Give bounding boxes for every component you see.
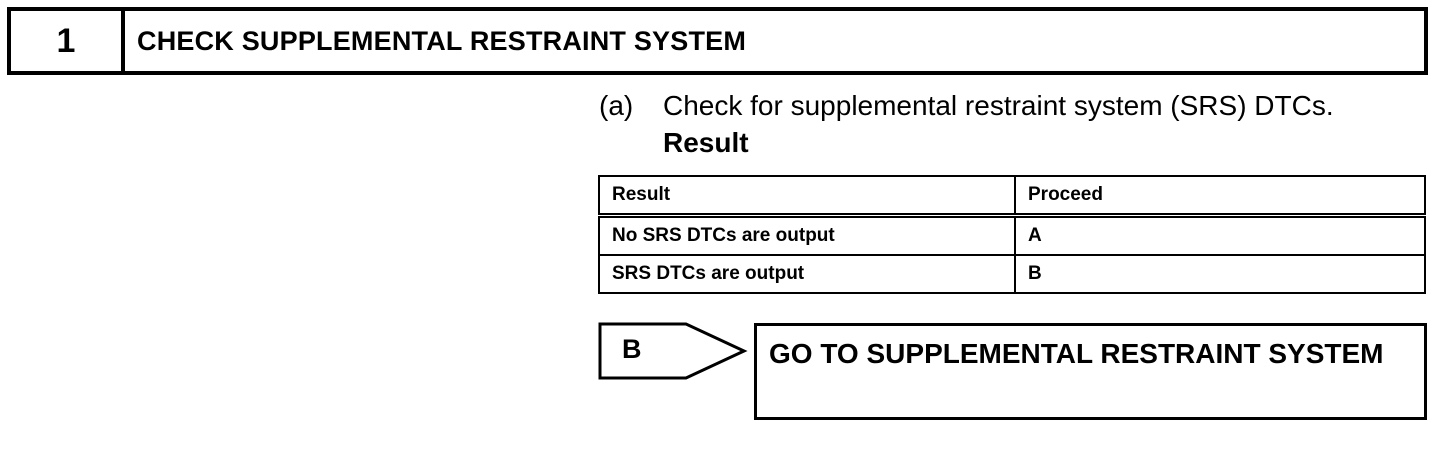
step-number: 1 xyxy=(11,11,125,71)
branch-arrow[interactable]: B xyxy=(598,322,748,380)
table-cell-result: No SRS DTCs are output xyxy=(598,214,1016,256)
table-header-row: Result Proceed xyxy=(598,175,1426,218)
table-row: SRS DTCs are output B xyxy=(598,254,1426,294)
table-cell-proceed: B xyxy=(1014,254,1426,294)
table-cell-proceed: A xyxy=(1014,214,1426,256)
branch-label: B xyxy=(622,334,642,364)
step-header: 1 CHECK SUPPLEMENTAL RESTRAINT SYSTEM xyxy=(7,7,1428,75)
result-heading: Result xyxy=(663,127,749,158)
instruction-line: (a) Check for supplemental restraint syst… xyxy=(599,88,1334,124)
instruction-text: Check for supplemental restraint system … xyxy=(663,90,1334,121)
goto-target-box[interactable]: GO TO SUPPLEMENTAL RESTRAINT SYSTEM xyxy=(754,323,1427,420)
instruction-marker: (a) xyxy=(599,90,634,121)
table-cell-result: SRS DTCs are output xyxy=(598,254,1016,294)
branch-arrow-shape xyxy=(598,322,748,380)
table-row: No SRS DTCs are output A xyxy=(598,214,1426,256)
result-table: Result Proceed No SRS DTCs are output A … xyxy=(598,175,1426,294)
table-header-result: Result xyxy=(598,175,1016,218)
table-header-proceed: Proceed xyxy=(1014,175,1426,218)
step-title: CHECK SUPPLEMENTAL RESTRAINT SYSTEM xyxy=(137,25,747,56)
